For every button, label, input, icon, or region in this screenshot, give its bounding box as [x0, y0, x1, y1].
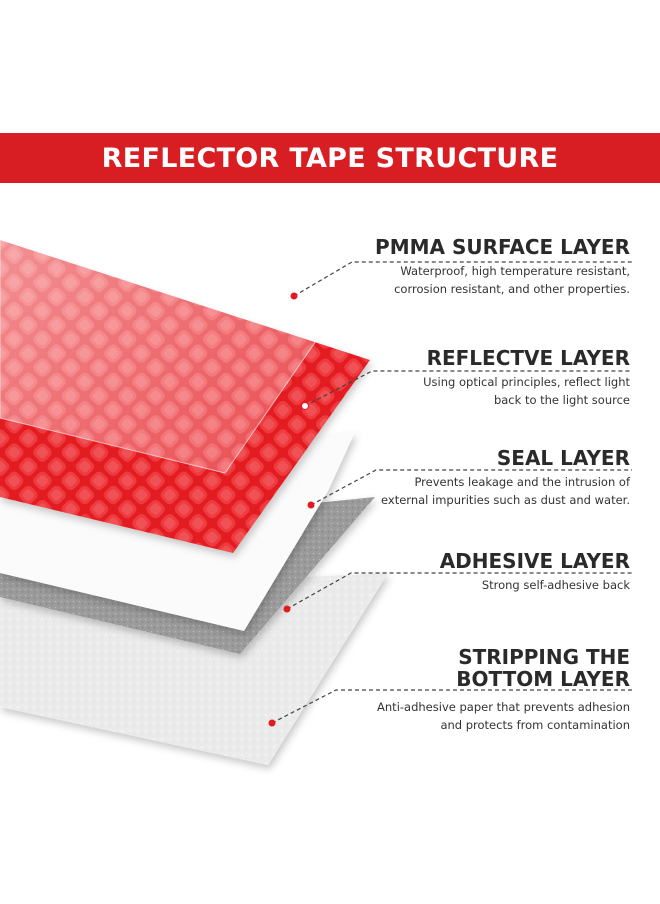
layer-title: PMMA SURFACE LAYER [375, 235, 630, 259]
layer-description: Waterproof, high temperature resistant, … [375, 262, 630, 298]
description-line: and protects from contamination [440, 718, 630, 732]
leader-lines [271, 261, 632, 724]
layer-label-adhesive: ADHESIVE LAYER Strong self-adhesive back [440, 550, 630, 594]
leader-line-stripping [271, 689, 632, 724]
layer-title: REFLECTVE LAYER [426, 346, 630, 370]
title-banner: REFLECTOR TAPE STRUCTURE [0, 133, 660, 183]
layer-description: Prevents leakage and the intrusion of ex… [381, 473, 630, 509]
leader-line-seal [310, 469, 632, 506]
marker-stripping [268, 719, 276, 727]
layer-description: Strong self-adhesive back [440, 576, 630, 594]
title-line: STRIPPING THE [458, 645, 630, 669]
description-line: Using optical principles, reflect light [423, 375, 630, 389]
layer-title: ADHESIVE LAYER [439, 549, 630, 573]
layer-label-pmma: PMMA SURFACE LAYER Waterproof, high temp… [375, 236, 630, 298]
marker-pmma [290, 292, 298, 300]
description-line: external impurities such as dust and wat… [381, 493, 630, 507]
marker-seal [307, 501, 315, 509]
layer-title: SEAL LAYER [496, 446, 630, 470]
leader-line-reflective [304, 370, 632, 407]
description-line: back to the light source [493, 393, 630, 407]
description-line: Strong self-adhesive back [481, 578, 630, 592]
stripping-layer-sheet [0, 573, 388, 765]
layer-description: Anti-adhesive paper that prevents adhesi… [377, 698, 630, 734]
pmma-surface-layer-sheet [0, 185, 357, 474]
marker-reflective [301, 402, 309, 410]
title-line: BOTTOM LAYER [456, 667, 630, 691]
marker-adhesive [283, 605, 291, 613]
description-line: Anti-adhesive paper that prevents adhesi… [377, 700, 630, 714]
leader-line-pmma [293, 261, 632, 297]
layer-description: Using optical principles, reflect light … [423, 373, 630, 409]
banner-title: REFLECTOR TAPE STRUCTURE [101, 142, 559, 174]
description-line: Waterproof, high temperature resistant, [400, 264, 630, 278]
description-line: corrosion resistant, and other propertie… [394, 282, 630, 296]
leader-line-adhesive [286, 572, 632, 610]
layer-label-stripping: STRIPPING THE BOTTOM LAYER Anti-adhesive… [377, 646, 630, 734]
layer-label-seal: SEAL LAYER Prevents leakage and the intr… [381, 447, 630, 509]
description-line: Prevents leakage and the intrusion of [414, 475, 630, 489]
layer-title: STRIPPING THE BOTTOM LAYER [377, 646, 630, 690]
layer-label-reflective: REFLECTVE LAYER Using optical principles… [423, 347, 630, 409]
